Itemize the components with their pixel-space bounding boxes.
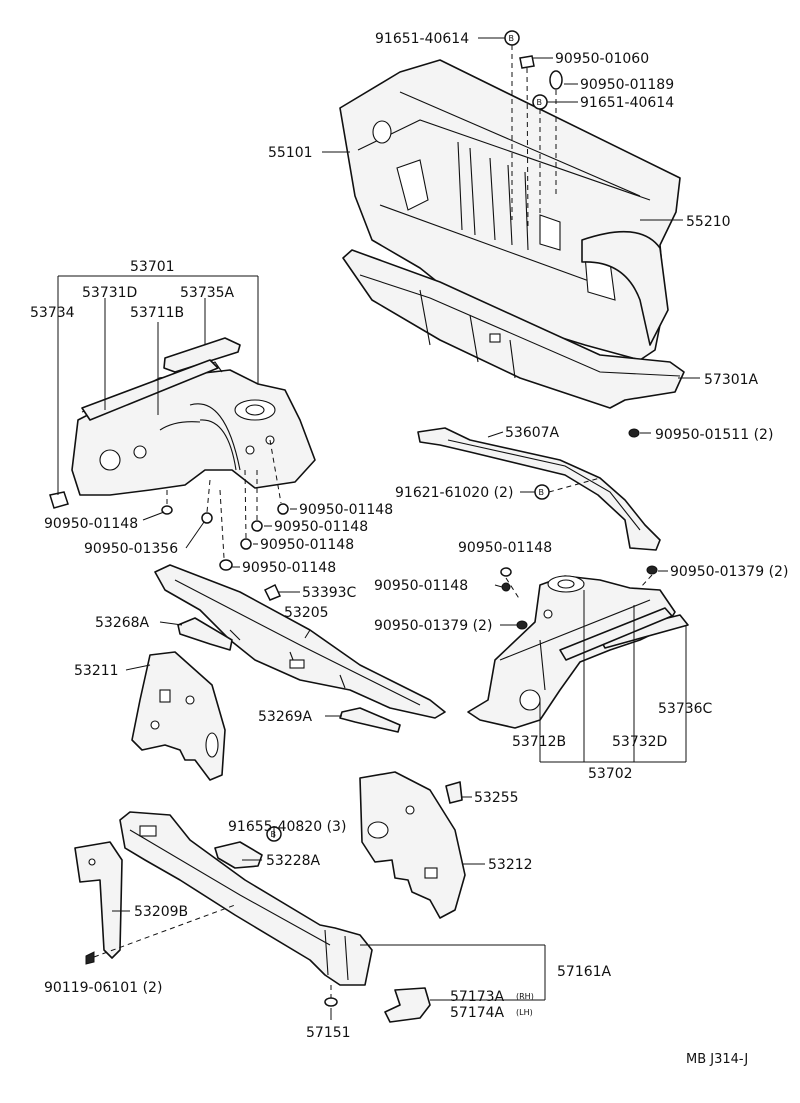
part-53731D-apron-upper	[81, 359, 219, 421]
plug-90950-01148-icon	[501, 582, 511, 592]
label-53209B: 53209B	[134, 904, 188, 920]
svg-text:B: B	[539, 488, 545, 497]
label-53393C: 53393C	[302, 585, 357, 601]
part-53209B-bracket	[74, 841, 123, 959]
svg-text:B: B	[537, 98, 543, 107]
plug-90950-01379-icon	[516, 620, 528, 630]
part-55210-panel-brace	[581, 230, 669, 346]
plug-90950-01189-icon	[549, 70, 563, 90]
label-57173A-rh: (RH)	[516, 992, 534, 1001]
plug-90950-01148-icon	[161, 505, 173, 515]
part-53211-radiator-support-lh	[131, 651, 226, 781]
leader-lines	[57, 37, 700, 1020]
bolt-b-icon: B	[534, 484, 550, 500]
label-57174A: 57174A	[450, 1005, 505, 1021]
label-90950-01148-d: 90950-01148	[260, 537, 354, 553]
label-90119-06101: 90119-06101 (2)	[44, 980, 162, 996]
plug-90950-01511-icon	[628, 428, 640, 438]
label-90950-01148-g: 90950-01148	[374, 578, 468, 594]
label-91655-40820: 91655-40820 (3)	[228, 819, 346, 835]
label-90950-01148-e: 90950-01148	[458, 540, 552, 556]
label-57174A-lh: (LH)	[516, 1008, 533, 1017]
part-57173A-57174A-bracket	[384, 987, 431, 1023]
part-57151-plug-icon	[324, 997, 338, 1007]
plug-90950-01148-icon	[277, 503, 289, 515]
part-53393C-clip-icon	[263, 583, 282, 601]
plug-90950-01148-icon	[500, 567, 512, 577]
part-53607A-strut-brace	[417, 427, 661, 551]
part-57161A-crossmember	[119, 811, 373, 986]
label-90950-01148-c: 90950-01148	[274, 519, 368, 535]
label-53731D: 53731D	[82, 285, 137, 301]
label-90950-01148-a: 90950-01148	[299, 502, 393, 518]
label-91651-40614-top: 91651-40614	[375, 31, 469, 47]
part-53735A-reinforcement	[163, 337, 241, 373]
label-91621-61020: 91621-61020 (2)	[395, 485, 513, 501]
plug-90950-01148-icon	[240, 538, 252, 550]
part-53228A-bracket	[214, 841, 263, 869]
label-53269A: 53269A	[258, 709, 313, 725]
label-55210: 55210	[686, 214, 731, 230]
label-90950-01060: 90950-01060	[555, 51, 649, 67]
part-53701-front-apron-lh	[71, 361, 316, 496]
plug-90950-01148-icon	[251, 520, 263, 532]
label-53734: 53734	[30, 305, 75, 321]
part-55101-dash-panel	[339, 59, 681, 361]
label-53268A: 53268A	[95, 615, 150, 631]
part-53268A-bracket	[177, 617, 233, 651]
label-53607A: 53607A	[505, 425, 560, 441]
plug-90950-01379-icon	[646, 565, 658, 575]
label-53228A: 53228A	[266, 853, 321, 869]
label-90950-01356: 90950-01356	[84, 541, 178, 557]
label-90950-01189: 90950-01189	[580, 77, 674, 93]
plug-90950-01060-icon	[519, 55, 535, 69]
label-90950-01511: 90950-01511 (2)	[655, 427, 773, 443]
label-91651-40614: 91651-40614	[580, 95, 674, 111]
catalog-code: MB J314-J	[686, 1052, 748, 1067]
bolt-90119-06101-icon	[85, 951, 95, 965]
part-57301A-cowl-panel	[342, 249, 685, 409]
part-53269A-bracket	[339, 707, 401, 733]
svg-text:B: B	[271, 830, 277, 839]
label-57161A: 57161A	[557, 964, 612, 980]
label-57151: 57151	[306, 1025, 351, 1041]
label-53736C: 53736C	[658, 701, 713, 717]
label-53205: 53205	[284, 605, 329, 621]
label-90950-01379: 90950-01379 (2)	[374, 618, 492, 634]
label-55101: 55101	[268, 145, 313, 161]
bolt-b-icon: B	[504, 30, 520, 46]
label-53701: 53701	[130, 259, 175, 275]
part-53732D-apron-upper	[559, 607, 673, 661]
label-53732D: 53732D	[612, 734, 667, 750]
bolt-b-icon: B	[532, 94, 548, 110]
part-53205-radiator-support-upper	[154, 564, 446, 719]
label-53211: 53211	[74, 663, 119, 679]
part-53212-radiator-support-rh	[359, 771, 466, 919]
label-90950-01379-top: 90950-01379 (2)	[670, 564, 788, 580]
label-90950-01148-b: 90950-01148	[44, 516, 138, 532]
plug-90950-01356-icon	[201, 512, 213, 524]
plug-90950-01148-icon	[219, 559, 233, 571]
label-53702: 53702	[588, 766, 633, 782]
label-57173A: 57173A	[450, 989, 505, 1005]
label-53735A: 53735A	[180, 285, 235, 301]
label-53255: 53255	[474, 790, 519, 806]
part-number-labels: 91651-40614 90950-01060 90950-01189 9165…	[30, 31, 788, 1067]
part-53734-seal-icon	[49, 491, 69, 509]
part-53255-bracket	[445, 781, 463, 804]
label-53711B: 53711B	[130, 305, 184, 321]
svg-text:B: B	[509, 34, 515, 43]
label-53712B: 53712B	[512, 734, 566, 750]
label-53212: 53212	[488, 857, 533, 873]
label-90950-01148-f: 90950-01148	[242, 560, 336, 576]
label-57301A: 57301A	[704, 372, 759, 388]
